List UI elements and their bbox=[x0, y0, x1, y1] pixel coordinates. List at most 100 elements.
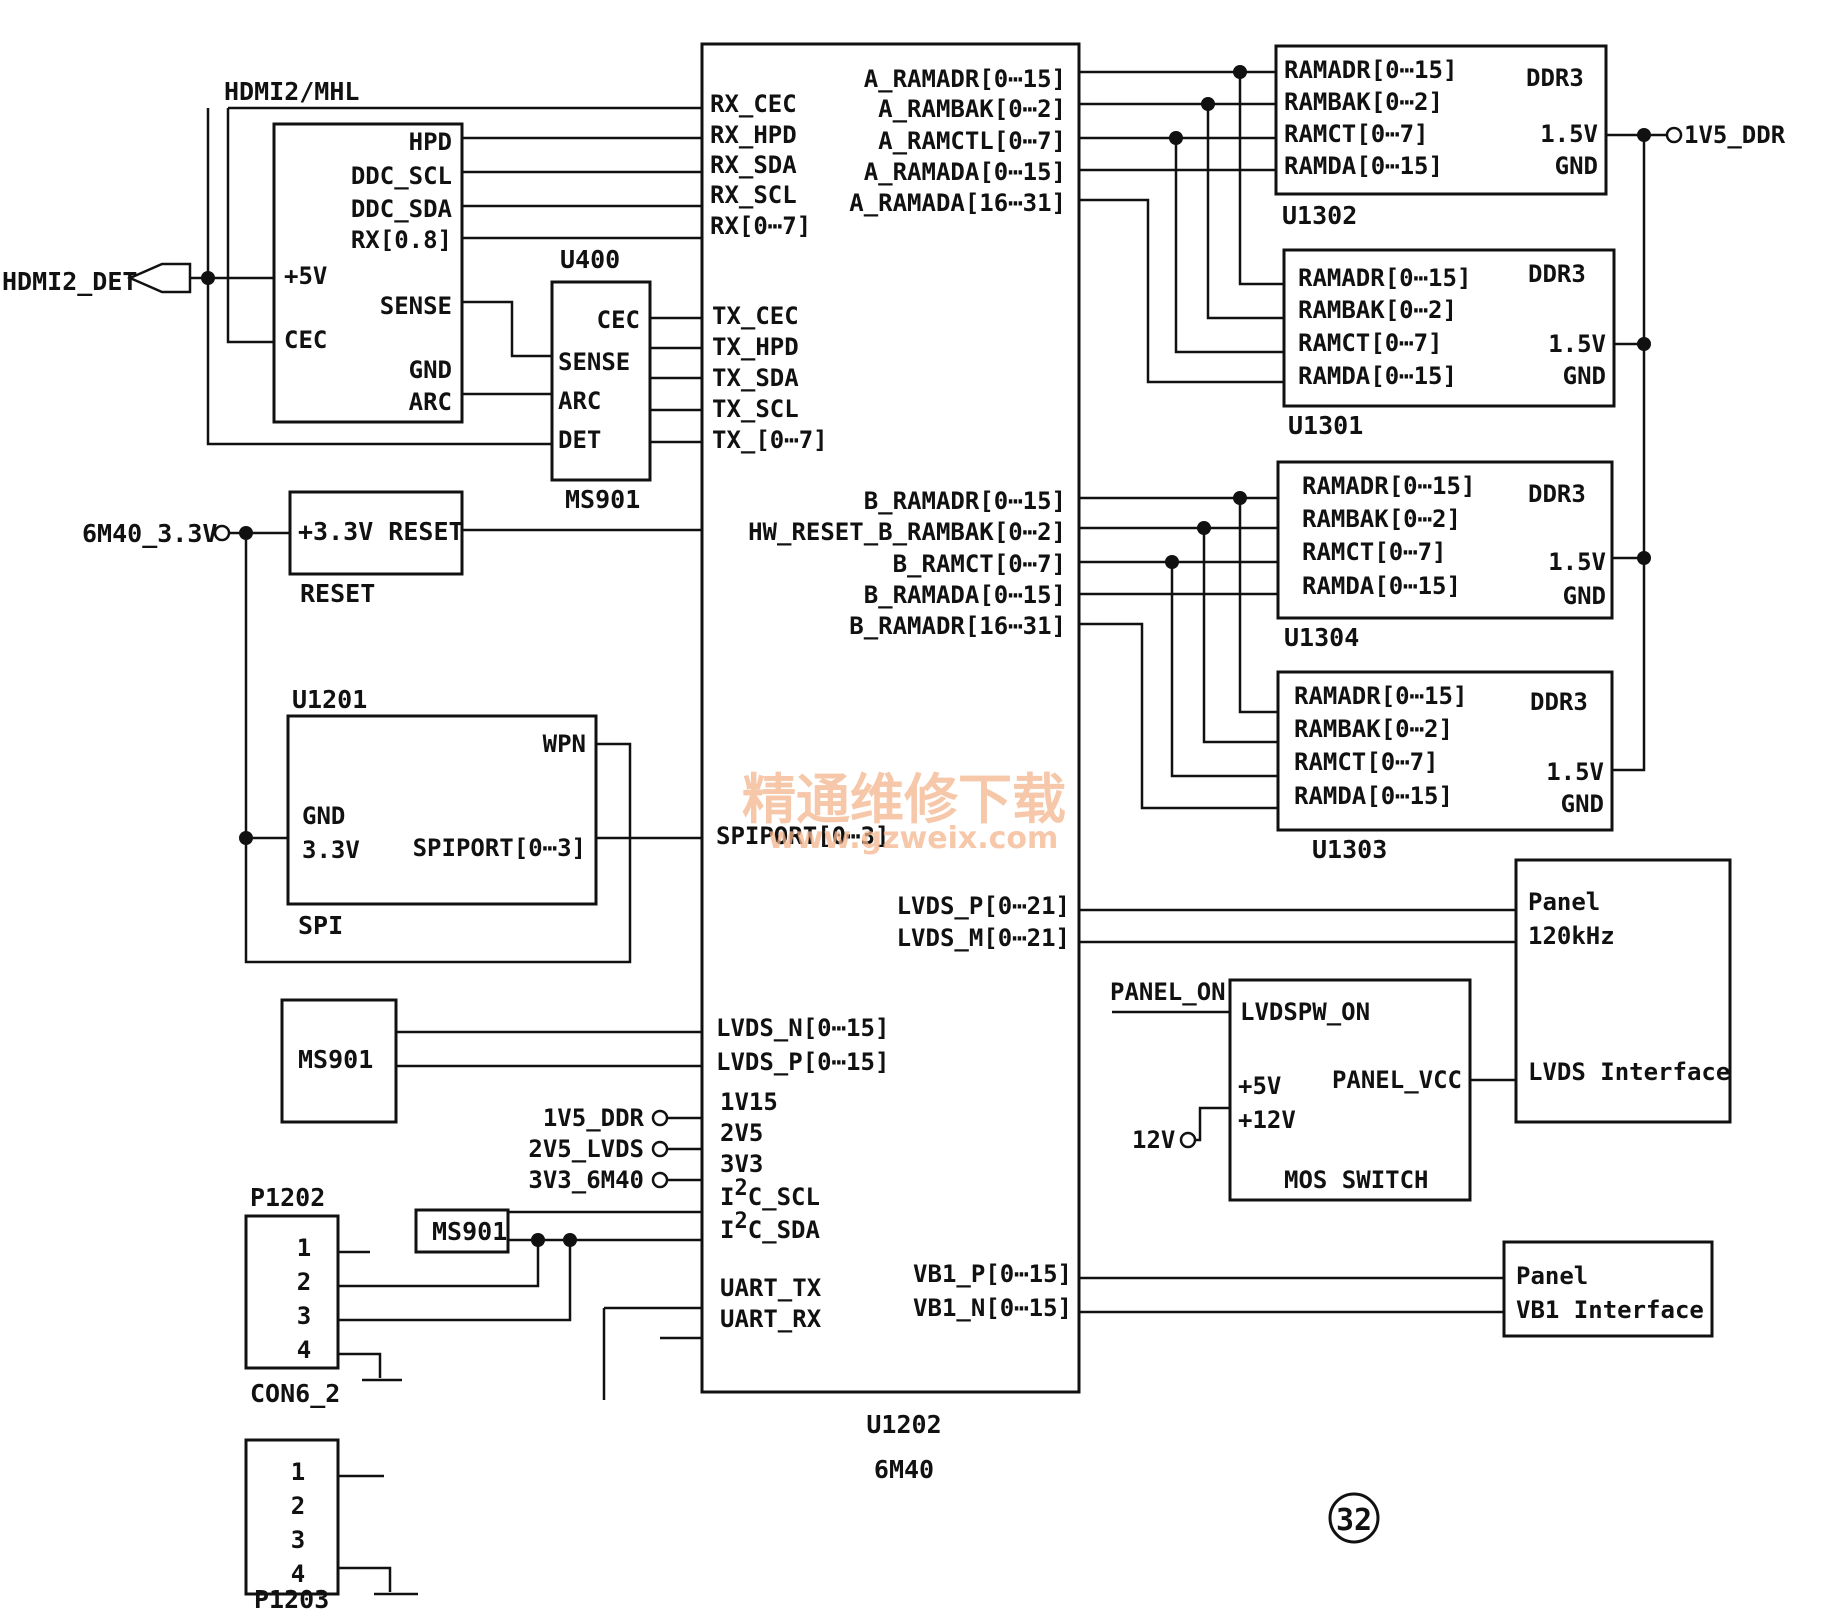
u400-pin-group: CEC SENSE ARC DET bbox=[558, 306, 640, 454]
p1202-box bbox=[244, 1214, 340, 1370]
p1203-pin-3: 3 bbox=[291, 1526, 305, 1554]
panel-vb1-box bbox=[1502, 1240, 1714, 1338]
ddr-u1303-pins: RAMADR[0⋯15] RAMBAK[0⋯2] RAMCT[0⋯7] RAMD… bbox=[1294, 682, 1604, 818]
watermark-url: www.gzweix.com bbox=[768, 821, 1058, 856]
hdmi-pin-5v: +5V bbox=[284, 262, 327, 290]
pin-i2c-sda: I2C_SDA bbox=[720, 1209, 821, 1244]
panel-lvds-line-1: Panel bbox=[1528, 888, 1600, 916]
ddr-u1301-pins: RAMADR[0⋯15] RAMBAK[0⋯2] RAMCT[0⋯7] RAMD… bbox=[1298, 260, 1606, 390]
lower-left-pin-group: LVDS_N[0⋯15] LVDS_P[0⋯15] 1V15 2V5 3V3 I… bbox=[716, 1014, 889, 1333]
pin-tx-sda: TX_SDA bbox=[712, 364, 799, 392]
hdmi-group-label: HDMI2/MHL bbox=[224, 77, 359, 106]
panel-on-net: PANEL_ON bbox=[1110, 978, 1226, 1006]
pin-i2c-scl: I2C_SCL bbox=[720, 1176, 820, 1211]
p1203-pin-group: 1 2 3 4 bbox=[291, 1458, 305, 1588]
pin-tx-cec: TX_CEC bbox=[712, 302, 799, 330]
p1202-pin-1: 1 bbox=[297, 1234, 311, 1262]
a-bus-pin-group: A_RAMADR[0⋯15] A_RAMBAK[0⋯2] A_RAMCTL[0⋯… bbox=[849, 65, 1066, 217]
mos-switch-box bbox=[1228, 978, 1472, 1202]
pin-rx-hpd: RX_HPD bbox=[710, 121, 797, 149]
panel-lvds-box bbox=[1514, 858, 1732, 1124]
ddr-u1302-supply: 1.5V bbox=[1540, 120, 1598, 148]
ddr-u1303-pin-ramadr: RAMADR[0⋯15] bbox=[1294, 682, 1467, 710]
u400-pin-sense: SENSE bbox=[558, 348, 630, 376]
pin-rx-cec: RX_CEC bbox=[710, 90, 797, 118]
p1203-pin-1: 1 bbox=[291, 1458, 305, 1486]
panel-lvds-line-2: 120kHz bbox=[1528, 922, 1615, 950]
ddr-supply-net: 1V5_DDR bbox=[1684, 121, 1786, 149]
pin-rx-sda: RX_SDA bbox=[710, 151, 797, 179]
hdmi-pin-ddc-sda: DDC_SDA bbox=[351, 195, 453, 223]
main-chip-ref: U1202 bbox=[866, 1410, 941, 1439]
pin-uart-tx: UART_TX bbox=[720, 1274, 822, 1302]
ddr-u1302-pins: RAMADR[0⋯15] RAMBAK[0⋯2] RAMCT[0⋯7] RAMD… bbox=[1284, 56, 1598, 180]
pin-b-ramct: B_RAMCT[0⋯7] bbox=[893, 550, 1066, 578]
mos-switch-name: MOS SWITCH bbox=[1284, 1166, 1429, 1194]
mos-pin-5v: +5V bbox=[1238, 1072, 1281, 1100]
ddr-u1304-pin-ramct: RAMCT[0⋯7] bbox=[1302, 538, 1447, 566]
spi-name: SPI bbox=[298, 911, 343, 940]
hdmi-pin-hpd: HPD bbox=[409, 128, 452, 156]
panel-vb1-line-2: VB1 Interface bbox=[1516, 1296, 1704, 1324]
u400-pin-cec: CEC bbox=[597, 306, 640, 334]
hdmi-pin-ddc-scl: DDC_SCL bbox=[351, 162, 452, 190]
mos-supply-net: 12V bbox=[1132, 1126, 1175, 1154]
pin-b-ramadr-hi: B_RAMADR[16⋯31] bbox=[849, 612, 1066, 640]
p1202-pin-3: 3 bbox=[297, 1302, 311, 1330]
ddr-u1302-ref: U1302 bbox=[1282, 201, 1357, 230]
pin-2v5: 2V5 bbox=[720, 1119, 763, 1147]
u400-pin-arc: ARC bbox=[558, 387, 601, 415]
p1203-box bbox=[244, 1438, 340, 1596]
hdmi-pin-rx: RX[0.8] bbox=[351, 226, 452, 254]
reset-net-label: 6M40_3.3V bbox=[82, 519, 217, 548]
ddr-u1304-gnd: GND bbox=[1563, 582, 1606, 610]
ddr-u1302-type: DDR3 bbox=[1526, 64, 1584, 92]
p1202-ref: P1202 bbox=[250, 1183, 325, 1212]
pin-lvds-m-out: LVDS_M[0⋯21] bbox=[897, 924, 1070, 952]
hdmi-pin-arc: ARC bbox=[409, 388, 452, 416]
ddr-u1302-pin-ramda: RAMDA[0⋯15] bbox=[1284, 152, 1443, 180]
ddr-u1304-supply: 1.5V bbox=[1548, 548, 1606, 576]
hdmi-pin-cec: CEC bbox=[284, 326, 327, 354]
pin-b-rambak: HW_RESET_B_RAMBAK[0⋯2] bbox=[748, 518, 1066, 546]
p1203-pin-4: 4 bbox=[291, 1560, 305, 1588]
ddr-u1303-gnd: GND bbox=[1561, 790, 1604, 818]
right-lower-pin-group: LVDS_P[0⋯21] LVDS_M[0⋯21] VB1_P[0⋯15] VB… bbox=[897, 892, 1072, 1322]
spi-pin-group: WPN GND 3.3V SPIPORT[0⋯3] bbox=[302, 730, 586, 864]
ddr-u1302-box bbox=[1274, 44, 1608, 196]
p1202-type: CON6_2 bbox=[250, 1379, 340, 1408]
hdmi-pin-gnd: GND bbox=[409, 356, 452, 384]
ddr-u1304-pins: RAMADR[0⋯15] RAMBAK[0⋯2] RAMCT[0⋯7] RAMD… bbox=[1302, 472, 1606, 610]
net-2v5-lvds-terminal bbox=[651, 1140, 669, 1158]
ddr-u1301-pin-rambak: RAMBAK[0⋯2] bbox=[1298, 296, 1457, 324]
spi-pin-gnd: GND bbox=[302, 802, 345, 830]
spi-pin-wpn: WPN bbox=[543, 730, 586, 758]
pin-vb1-n: VB1_N[0⋯15] bbox=[913, 1294, 1072, 1322]
pin-a-ramada-hi: A_RAMADA[16⋯31] bbox=[849, 189, 1066, 217]
p1203-pin-2: 2 bbox=[291, 1492, 305, 1520]
ddr-u1304-pin-ramadr: RAMADR[0⋯15] bbox=[1302, 472, 1475, 500]
hdmi-pin-sense: SENSE bbox=[380, 292, 452, 320]
pin-tx-data: TX_[0⋯7] bbox=[712, 426, 828, 454]
pin-lvds-n: LVDS_N[0⋯15] bbox=[716, 1014, 889, 1042]
hdmi-connector-box bbox=[272, 122, 464, 424]
watermark-cn: 精通维修下载 bbox=[742, 768, 1066, 831]
hdmi-det-port-symbol bbox=[126, 262, 192, 294]
pin-b-ramada: B_RAMADA[0⋯15] bbox=[864, 581, 1066, 609]
main-chip-body bbox=[700, 42, 1081, 1394]
p1202-pin-2: 2 bbox=[297, 1268, 311, 1296]
pin-3v3: 3V3 bbox=[720, 1150, 763, 1178]
ddr-u1303-pin-ramda: RAMDA[0⋯15] bbox=[1294, 782, 1453, 810]
pin-tx-scl: TX_SCL bbox=[712, 395, 799, 423]
ddr-u1301-pin-ramda: RAMDA[0⋯15] bbox=[1298, 362, 1457, 390]
ddr-u1304-pin-rambak: RAMBAK[0⋯2] bbox=[1302, 505, 1461, 533]
pin-a-ramctl: A_RAMCTL[0⋯7] bbox=[878, 127, 1066, 155]
pin-rx-scl: RX_SCL bbox=[710, 181, 797, 209]
ddr-u1301-box bbox=[1282, 248, 1616, 408]
pin-spiport: SPIPORT[0⋯3] bbox=[716, 822, 889, 850]
reset-box-label: +3.3V RESET bbox=[298, 517, 464, 546]
mos-pin-panel-vcc: PANEL_VCC bbox=[1332, 1066, 1462, 1094]
ddr-u1302-pin-rambak: RAMBAK[0⋯2] bbox=[1284, 88, 1443, 116]
ddr-u1301-supply: 1.5V bbox=[1548, 330, 1606, 358]
wiring bbox=[190, 70, 1666, 1596]
